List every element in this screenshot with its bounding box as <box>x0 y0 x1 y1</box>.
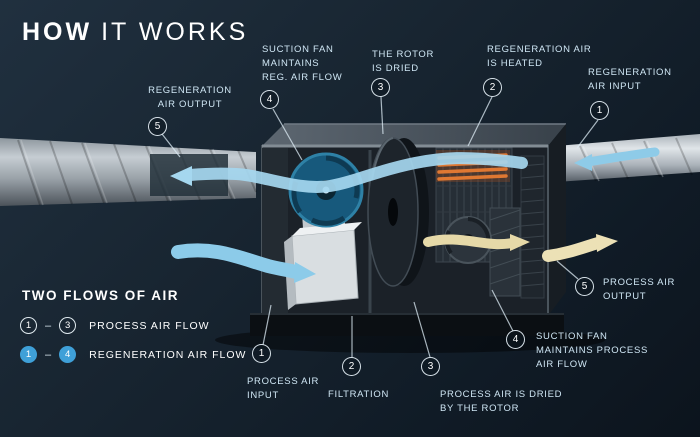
leader-lines <box>161 96 599 358</box>
callout-label-reg-heated: REGENERATION AIR IS HEATED <box>487 44 592 69</box>
callout-label-suction-process: SUCTION FAN MAINTAINS PROCESS AIR FLOW <box>536 331 649 370</box>
legend-row-regeneration: 1 – 4 REGENERATION AIR FLOW <box>20 346 246 363</box>
legend-process-label: PROCESS AIR FLOW <box>89 319 210 332</box>
callout-num-suction-reg: 4 <box>260 90 279 109</box>
callout-num-process-output: 5 <box>575 277 594 296</box>
process-input-arrow <box>171 243 316 283</box>
callout-num-rotor-dried: 3 <box>371 78 390 97</box>
callout-label-reg-output: REGENERATION AIR OUTPUT <box>148 85 232 110</box>
callout-num-process-dried: 3 <box>421 357 440 376</box>
legend-regeneration-to-circle: 4 <box>59 346 77 363</box>
callout-num-process-input: 1 <box>252 344 271 363</box>
legend-regeneration-label: REGENERATION AIR FLOW <box>89 348 247 361</box>
process-dried-arrow <box>423 234 530 251</box>
regeneration-flow-arrow <box>170 147 660 193</box>
unit-body <box>250 123 566 336</box>
callout-num-suction-process: 4 <box>506 330 525 349</box>
title-rest: IT WORKS <box>101 18 249 46</box>
callout-num-filtration: 2 <box>342 357 361 376</box>
process-output-arrow <box>542 234 618 262</box>
legend-heading: TWO FLOWS OF AIR <box>22 288 179 303</box>
callout-label-process-dried: PROCESS AIR IS DRIED BY THE ROTOR <box>440 389 563 414</box>
legend-row-process: 1 – 3 PROCESS AIR FLOW <box>20 317 210 334</box>
callout-num-reg-heated: 2 <box>483 78 502 97</box>
mesh-panel <box>489 207 521 297</box>
callout-label-filtration: FILTRATION <box>328 389 390 400</box>
callout-label-process-input: PROCESS AIR INPUT <box>247 376 320 401</box>
callout-label-process-output: PROCESS AIR OUTPUT <box>603 277 676 302</box>
callout-label-rotor-dried: THE ROTOR IS DRIED <box>372 49 435 74</box>
legend-process-from-circle: 1 <box>20 317 37 334</box>
unit-top-face <box>262 124 566 146</box>
legend-regeneration-from-circle: 1 <box>20 346 37 363</box>
airflow-arrows <box>170 147 660 283</box>
legend-dash: – <box>45 319 52 332</box>
callout-num-reg-output: 5 <box>148 117 167 136</box>
callout-num-reg-input: 1 <box>590 101 609 120</box>
title-bold: HOW <box>22 18 93 46</box>
callout-label-reg-input: REGENERATION AIR INPUT <box>588 67 672 92</box>
legend-dash-2: – <box>45 348 52 361</box>
callout-label-suction-reg: SUCTION FAN MAINTAINS REG. AIR FLOW <box>262 44 343 83</box>
page-title: HOW IT WORKS <box>22 18 248 47</box>
unit-right-face <box>548 124 566 316</box>
legend-process-to-circle: 3 <box>59 317 77 334</box>
left-duct <box>0 138 257 206</box>
right-grille <box>520 155 545 299</box>
unit-base <box>250 313 564 336</box>
